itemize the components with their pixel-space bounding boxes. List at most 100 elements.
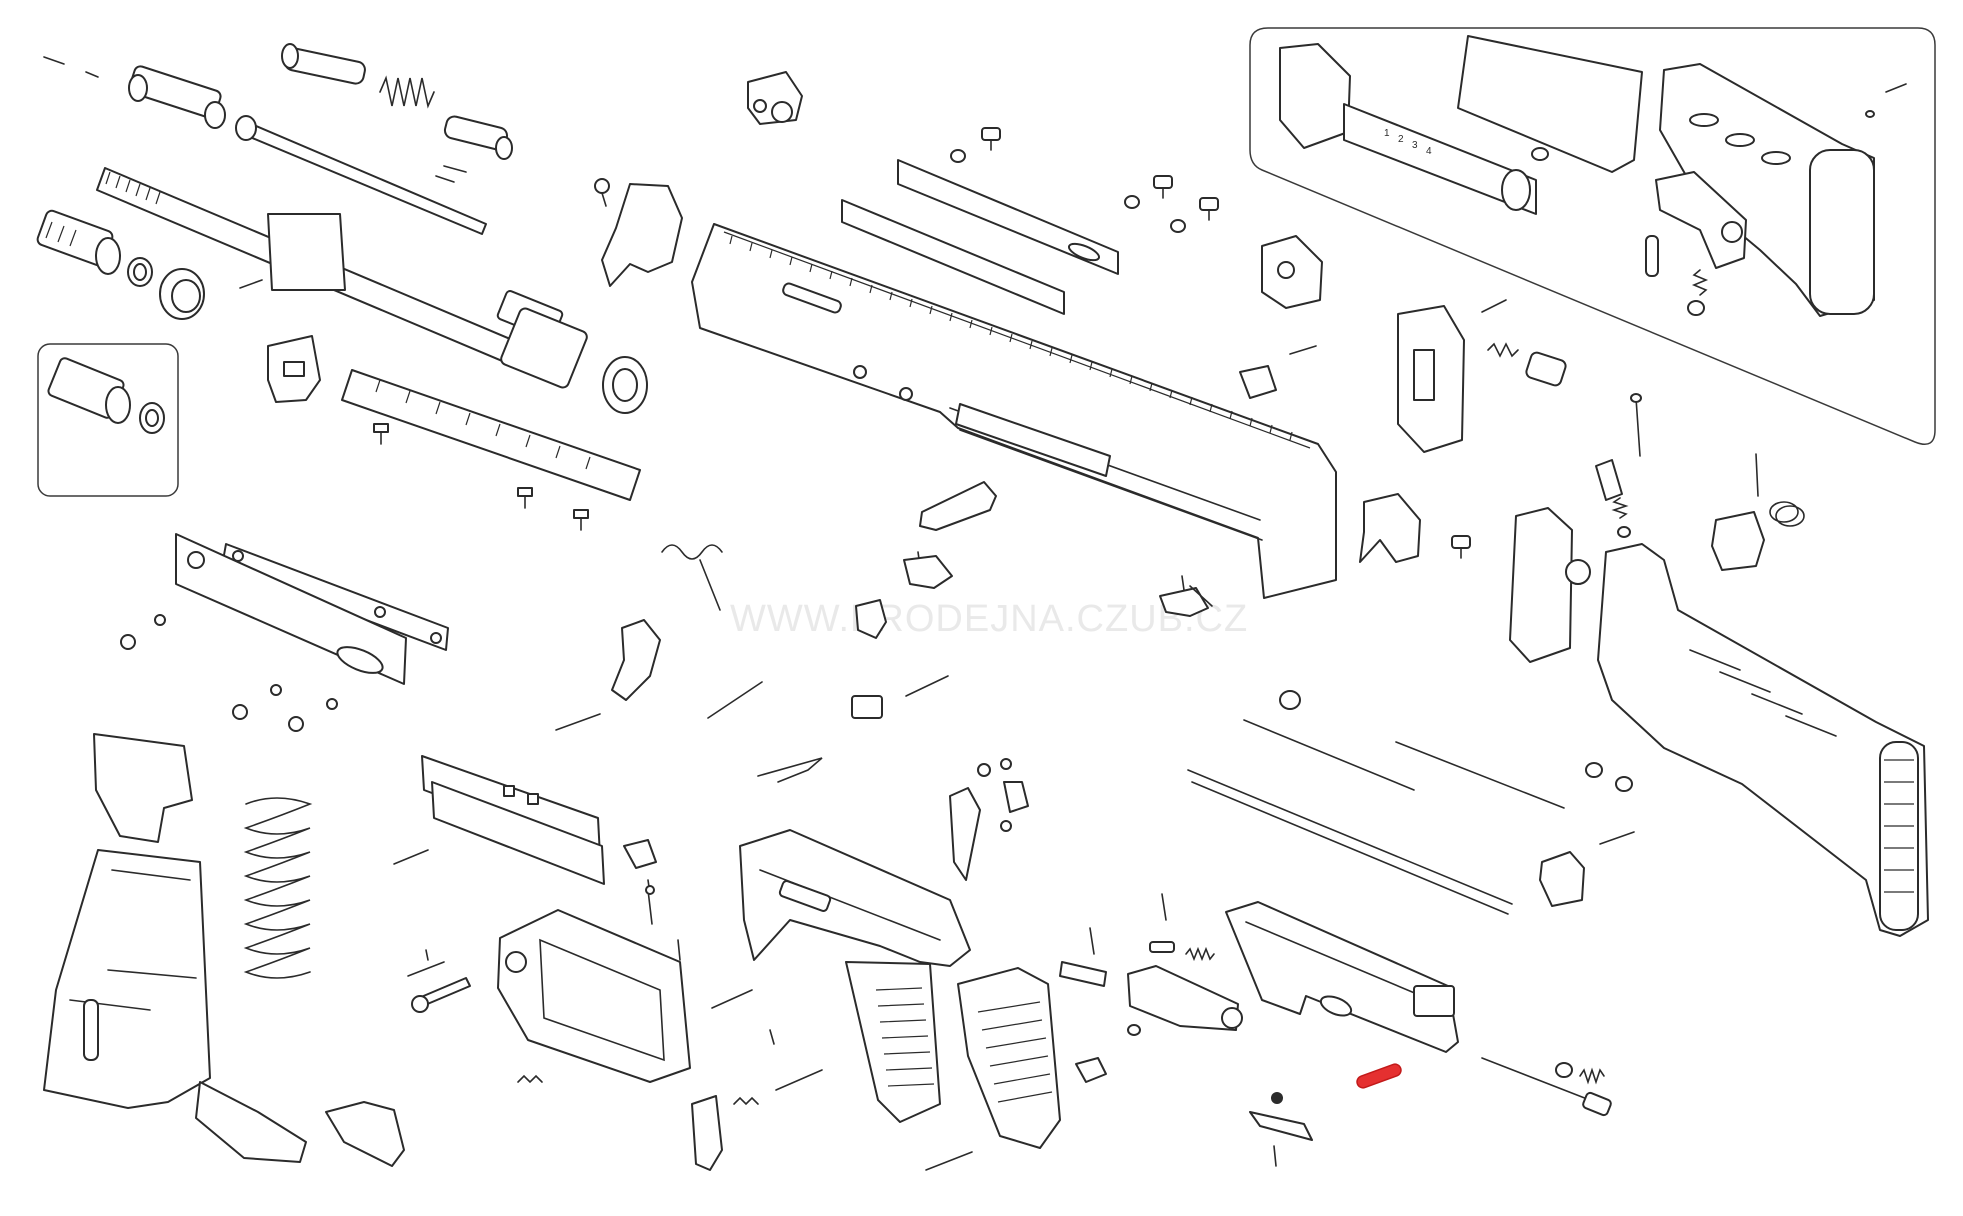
magazine-body[interactable] (43, 849, 211, 1109)
bolt-spring-small[interactable] (1185, 946, 1215, 962)
magazine-insert[interactable] (325, 1101, 405, 1167)
detent-ball[interactable] (1271, 1092, 1283, 1104)
stock-latch[interactable] (1595, 459, 1623, 501)
crush-washer[interactable] (127, 257, 153, 287)
pin-lower-6[interactable] (775, 1069, 823, 1091)
detent-pin-lower[interactable] (407, 961, 445, 977)
bolt-retaining-plate[interactable] (1249, 1111, 1313, 1141)
pin-small-1[interactable] (43, 56, 65, 65)
stock-plunger[interactable] (1525, 351, 1567, 387)
rear-trunnion[interactable] (1397, 305, 1465, 453)
rear-sight[interactable] (747, 71, 803, 125)
operating-rod[interactable] (235, 115, 487, 235)
trigger-housing-plates[interactable] (421, 755, 605, 885)
pin-lower-2[interactable] (425, 949, 429, 961)
stock-pin-right[interactable] (1885, 83, 1907, 93)
takedown-pin[interactable] (411, 977, 471, 1013)
buffer-tube[interactable]: 1 2 3 4 (1343, 103, 1537, 215)
stock-detent-plunger[interactable] (1645, 235, 1659, 277)
buffer-washer-1[interactable] (1585, 762, 1603, 778)
safety-lever[interactable] (903, 555, 953, 589)
stock-spring[interactable] (1487, 342, 1519, 358)
pin-trigger-3[interactable] (905, 675, 949, 697)
stock-detent-tip[interactable] (1687, 300, 1705, 316)
screw-center-2[interactable] (1153, 175, 1173, 199)
pin-lower-1[interactable] (393, 849, 429, 865)
top-rail-segment[interactable] (341, 369, 641, 501)
screw-left-3[interactable] (288, 698, 338, 732)
thread-protector[interactable] (159, 268, 205, 320)
pin-bolt-2[interactable] (1161, 893, 1167, 921)
rail-screw-1[interactable] (373, 423, 389, 445)
sear[interactable] (855, 599, 887, 639)
washer-center-2[interactable] (1124, 195, 1140, 209)
adjustable-stock[interactable] (1659, 63, 1875, 317)
guide-rod-short[interactable] (1395, 741, 1565, 809)
rail-screw-2[interactable] (517, 487, 533, 509)
side-rail-plate-lower[interactable] (175, 533, 407, 685)
pin-small-7[interactable] (1181, 575, 1185, 591)
flash-hider[interactable] (36, 209, 121, 275)
cam-pin[interactable] (1355, 1062, 1402, 1089)
pin-right-2[interactable] (1755, 453, 1759, 497)
bolt-head[interactable] (1127, 965, 1243, 1031)
disconnector[interactable] (611, 619, 661, 701)
screw-left-1[interactable] (120, 614, 166, 650)
ejector-lever[interactable] (1359, 493, 1421, 563)
mag-release-button[interactable] (691, 1095, 723, 1171)
pin-center-1[interactable] (1289, 345, 1317, 355)
piston-spring[interactable] (379, 75, 435, 109)
firing-pin-cam[interactable] (1075, 1057, 1107, 1083)
trigger-assembly[interactable] (949, 758, 1029, 881)
muzzle-brake-alternate[interactable] (47, 357, 131, 424)
buffer-washer-2[interactable] (1615, 776, 1633, 792)
bolt-pin-small[interactable] (1149, 941, 1175, 953)
pin-right-1[interactable] (1599, 831, 1635, 845)
stock-release-lever[interactable] (1655, 171, 1747, 269)
pin-trigger-1[interactable] (555, 713, 601, 731)
grip-panel[interactable] (957, 967, 1061, 1149)
lock-spring[interactable] (1769, 501, 1805, 527)
washer-center-3[interactable] (1170, 219, 1186, 233)
piston-rod-end[interactable] (443, 115, 513, 160)
buffer-block[interactable] (1539, 851, 1585, 907)
pin-lower-4[interactable] (677, 939, 681, 961)
sight-screw[interactable] (594, 178, 610, 207)
firing-pin-washer[interactable] (1555, 1062, 1573, 1078)
magazine-floorplate[interactable] (195, 1081, 307, 1163)
stock-detent-spring[interactable] (1691, 269, 1709, 296)
rail-screw-3[interactable] (573, 509, 589, 531)
screw-center-4[interactable] (1451, 535, 1471, 559)
side-strip-upper[interactable] (897, 159, 1119, 275)
firing-pin[interactable] (1481, 1057, 1612, 1117)
charging-handle[interactable] (919, 481, 997, 531)
gas-piston-head[interactable] (281, 43, 366, 85)
hammer-spring[interactable] (661, 544, 723, 611)
pin-small-2[interactable] (85, 71, 99, 78)
gas-plug[interactable] (128, 65, 226, 129)
screw-left-2[interactable] (232, 684, 282, 720)
pin-lower-5[interactable] (769, 1029, 775, 1045)
pin-right-3[interactable] (1481, 299, 1507, 313)
guide-rod-long[interactable] (1243, 719, 1415, 791)
bolt-catch[interactable] (1159, 585, 1213, 617)
washer-alternate[interactable] (139, 402, 165, 434)
hinge-pin[interactable] (1630, 393, 1642, 457)
upper-receiver-handguard[interactable] (691, 223, 1337, 599)
pin-trigger-2[interactable] (707, 681, 763, 719)
stock-hinge-block[interactable] (1509, 507, 1591, 663)
spring-small-2[interactable] (733, 1096, 759, 1106)
stock-spring-pin[interactable] (1531, 147, 1549, 161)
pistol-grip[interactable] (845, 961, 941, 1123)
spring-small-lower[interactable] (517, 1074, 543, 1084)
pin-bolt-1[interactable] (1089, 927, 1095, 955)
front-sight[interactable] (1261, 235, 1323, 309)
trigger-block[interactable] (851, 695, 883, 719)
recoil-spring[interactable] (1187, 769, 1513, 915)
pin-lower-7[interactable] (925, 1151, 973, 1171)
magazine-follower[interactable] (93, 733, 193, 843)
screw-center-1[interactable] (981, 127, 1001, 151)
screw-center-3[interactable] (1199, 197, 1219, 221)
sight-mount-block[interactable] (1239, 365, 1277, 399)
stock-lock-block[interactable] (1711, 511, 1765, 571)
